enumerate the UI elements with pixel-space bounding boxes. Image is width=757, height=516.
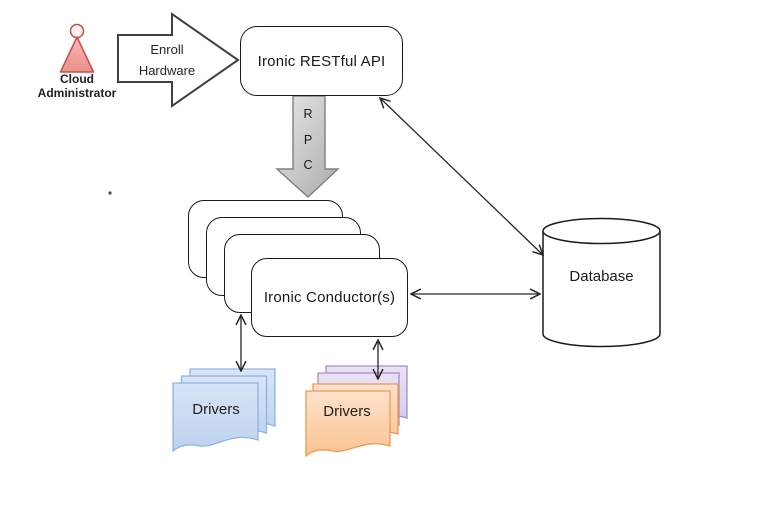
- cloud-administrator-icon: [59, 23, 95, 73]
- database-label: Database: [569, 268, 634, 285]
- ironic-conductors-box: Ironic Conductor(s): [251, 258, 408, 337]
- rpc-letter-p: P: [303, 132, 313, 147]
- cloud-administrator-label-line1: Cloud: [60, 72, 94, 86]
- stray-dot: [108, 191, 112, 195]
- drivers-orange-label: Drivers: [323, 403, 371, 420]
- enroll-hardware-label-line2: Hardware: [138, 63, 196, 78]
- drivers-blue-doc-stack-icon: [172, 368, 276, 453]
- rpc-label: R P C: [296, 102, 320, 179]
- enroll-hardware-label: Enroll Hardware: [117, 39, 217, 81]
- drivers-blue-label: Drivers: [192, 401, 240, 418]
- cloud-administrator-label-line2: Administrator: [37, 86, 117, 100]
- drivers-orange-doc-stack-icon: [305, 365, 408, 458]
- rpc-letter-c: C: [303, 158, 313, 172]
- ironic-restful-api-box: Ironic RESTful API: [240, 26, 403, 96]
- enroll-hardware-block-arrow-icon: [117, 12, 240, 108]
- ironic-restful-api-label: Ironic RESTful API: [257, 52, 386, 70]
- rpc-down-block-arrow-icon: [275, 95, 340, 198]
- rpc-letter-r: R: [303, 107, 313, 121]
- api-database-arrow: [380, 98, 543, 255]
- database-cylinder-icon: [542, 217, 661, 348]
- enroll-hardware-label-line1: Enroll: [150, 42, 184, 57]
- cloud-administrator-label: Cloud Administrator: [27, 72, 127, 100]
- ironic-conductors-label: Ironic Conductor(s): [263, 289, 396, 306]
